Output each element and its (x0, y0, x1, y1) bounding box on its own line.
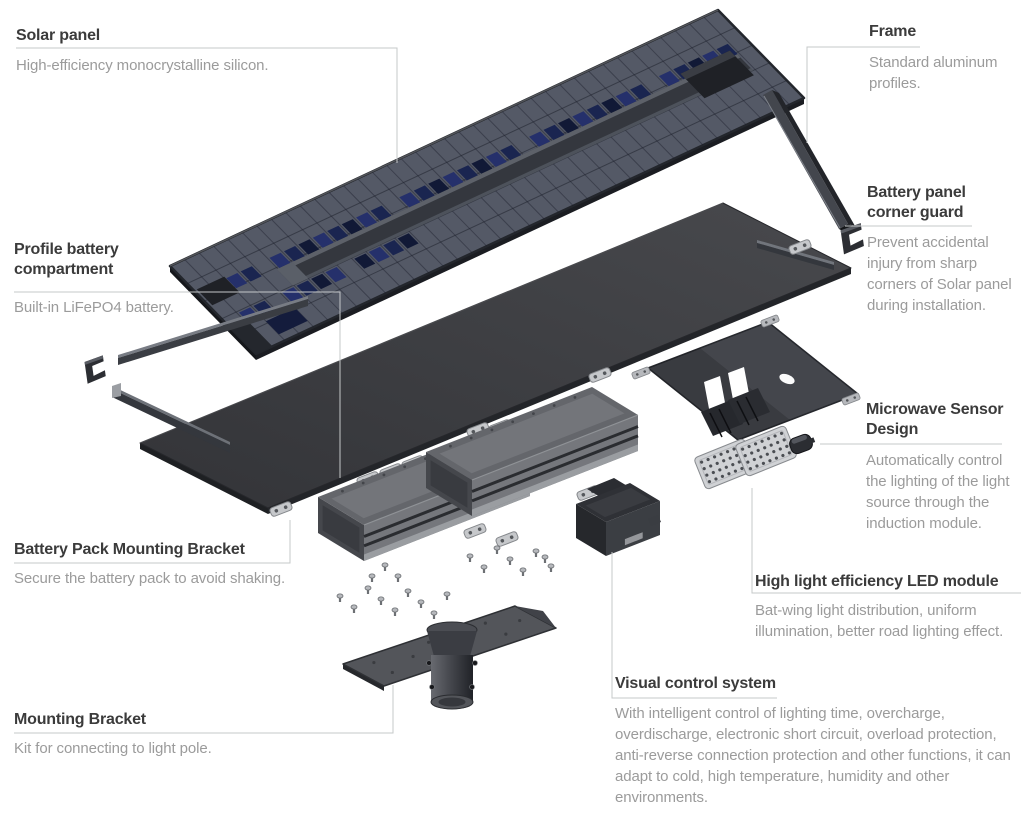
battery-pack-mounting-bracket-label-title: Battery Pack Mounting Bracket (14, 541, 245, 558)
solar-panel-label-description: High-efficiency monocrystalline silicon. (16, 57, 269, 74)
frame-label-description: Standard aluminum profiles. (869, 54, 998, 92)
mounting-bracket-label-title: Mounting Bracket (14, 711, 146, 728)
corner-guard-clip (84, 355, 106, 384)
profile-battery-compartment-label-title: Profile battery compartment (14, 241, 119, 278)
battery-panel-corner-guard-label-description: Prevent accidental injury from sharp cor… (867, 234, 1012, 314)
microwave-sensor-design-label-description: Automatically control the lighting of th… (866, 452, 1010, 532)
battery-pack-mounting-bracket-label-description: Secure the battery pack to avoid shaking… (14, 570, 286, 587)
led-module-2 (735, 425, 797, 477)
microwave-sensor-design-label-title: Microwave Sensor Design (866, 401, 1004, 438)
leader-lines (14, 46, 1021, 734)
screws (336, 545, 555, 619)
high-light-efficiency-led-module-label-title: High light efficiency LED module (755, 573, 999, 590)
visual-control-system-label-title: Visual control system (615, 675, 776, 692)
battery-compartment-panel (112, 202, 852, 514)
solar-panel-label-title: Solar panel (16, 27, 101, 44)
high-light-efficiency-led-module-label-description: Bat-wing light distribution, uniform ill… (755, 602, 1004, 640)
profile-battery-compartment-label-description: Built-in LiFePO4 battery. (14, 299, 174, 316)
visual-control-box (576, 478, 661, 556)
battery-panel-corner-guard-label-title: Battery panel corner guard (867, 184, 966, 221)
frame-label-title: Frame (869, 23, 917, 40)
frame-profile-right (763, 90, 855, 233)
heat-sinks (701, 388, 770, 438)
microwave-sensor (789, 433, 816, 455)
frame-profile-left (118, 296, 308, 365)
mounting-bracket-label-description: Kit for connecting to light pole. (14, 740, 212, 757)
battery-pack-2 (426, 387, 639, 516)
pole-adapter (426, 621, 478, 710)
visual-control-system-label-description: With intelligent control of lighting tim… (615, 705, 1011, 806)
solar-panel (168, 8, 806, 360)
